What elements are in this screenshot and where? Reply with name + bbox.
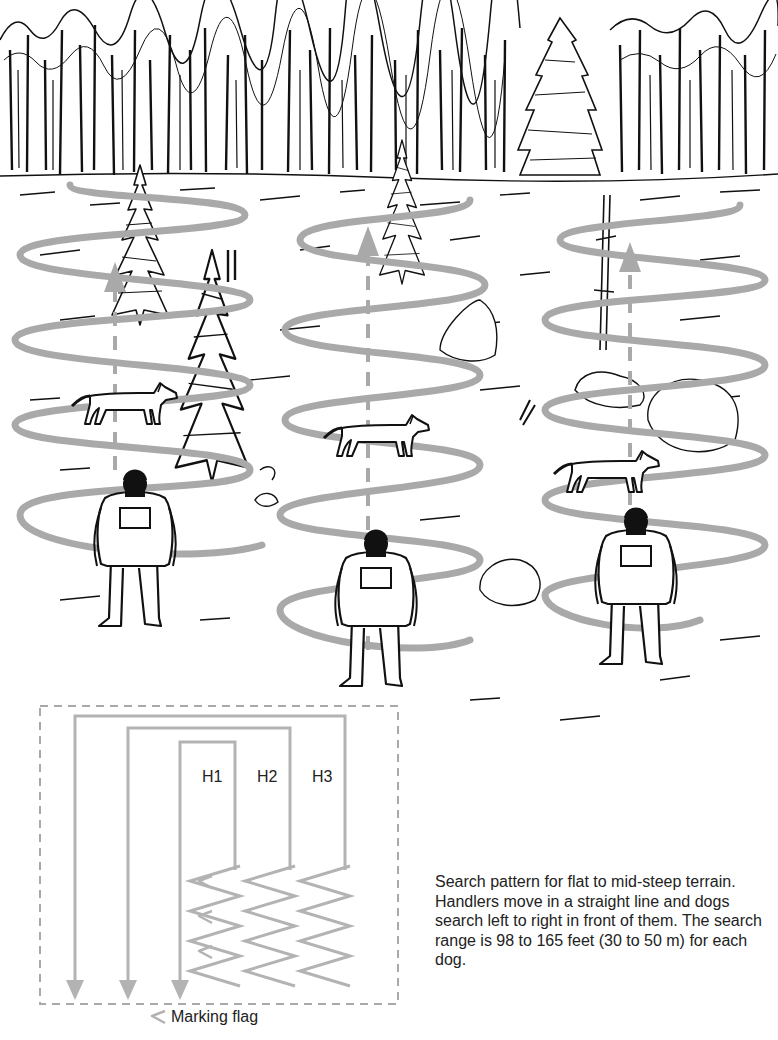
legend-label-holder: Marking flag	[171, 1008, 258, 1026]
handler-label: H1	[202, 768, 222, 786]
dog-handler	[335, 530, 416, 687]
schematic-routes	[75, 716, 350, 986]
caption-text: Search pattern for flat to mid-steep ter…	[435, 872, 771, 970]
dog-handler	[94, 470, 175, 627]
search-area-boundary	[40, 706, 398, 1004]
handler-label-holder: H1	[202, 768, 222, 786]
arrowheads	[104, 226, 641, 292]
handler-label: H2	[257, 768, 277, 786]
forest	[0, 0, 778, 181]
handler-label-holder: H2	[257, 768, 277, 786]
search-dog	[554, 451, 659, 492]
schematic-arrowheads	[66, 980, 189, 1000]
search-dog	[324, 415, 429, 456]
handler-label-holder: H3	[312, 768, 332, 786]
search-dog	[72, 383, 177, 424]
birch-tree	[594, 195, 616, 350]
handler-label: H3	[312, 768, 332, 786]
marking-flags	[152, 876, 212, 1023]
legend-label: Marking flag	[171, 1008, 258, 1026]
conifer-tree	[112, 165, 168, 325]
caption-text-holder: Search pattern for flat to mid-steep ter…	[435, 872, 771, 970]
dog-handler	[595, 508, 676, 665]
